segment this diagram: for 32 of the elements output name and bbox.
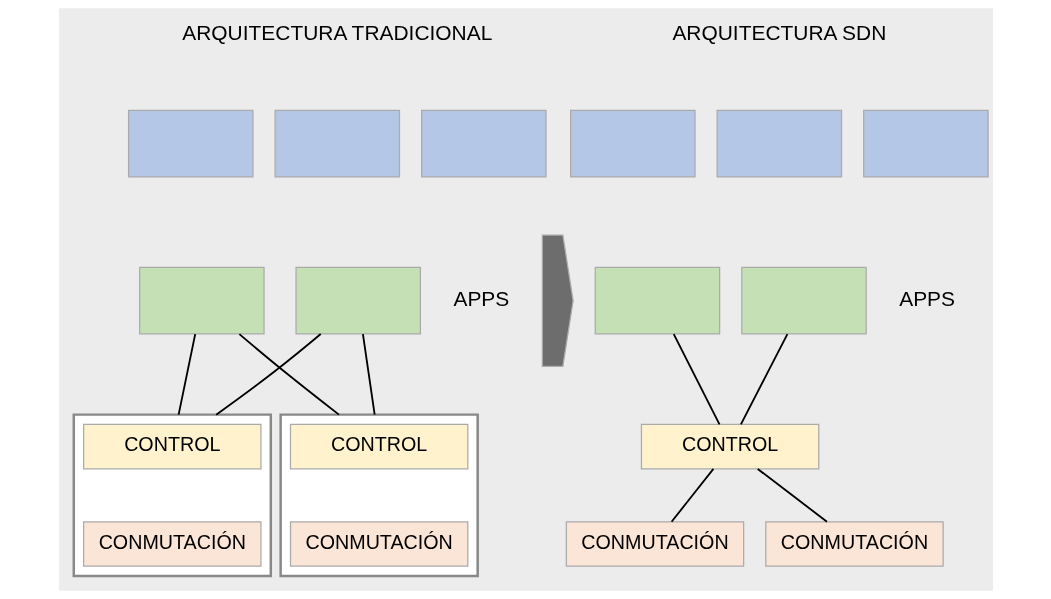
cluster	[278, 413, 479, 578]
node-box	[274, 109, 400, 178]
node-box: CONTROL	[289, 423, 468, 470]
node-box	[594, 266, 720, 335]
node-box	[716, 109, 842, 178]
node-box	[569, 109, 696, 178]
node-box: CONMUTACIÓN	[289, 521, 468, 567]
node-box: CONMUTACIÓN	[764, 521, 944, 567]
connector	[672, 333, 720, 426]
connector	[214, 333, 322, 416]
label: ARQUITECTURA TRADICIONAL	[181, 21, 492, 45]
connector	[670, 468, 714, 523]
node-box	[862, 109, 989, 178]
connector	[237, 333, 340, 416]
label: APPS	[452, 286, 509, 310]
connector	[739, 333, 788, 426]
node-box	[294, 266, 421, 335]
node-box	[138, 266, 265, 335]
node-box: CONMUTACIÓN	[565, 521, 744, 567]
node-box: CONMUTACIÓN	[82, 521, 262, 567]
node-box	[740, 266, 867, 335]
node-box	[420, 109, 547, 178]
label: APPS	[898, 286, 955, 310]
node-box: CONTROL	[640, 423, 819, 470]
node-box: CONTROL	[82, 423, 262, 470]
node-box	[127, 109, 254, 178]
label: ARQUITECTURA SDN	[671, 21, 886, 45]
connector	[756, 468, 828, 523]
connector	[361, 333, 376, 416]
cluster	[72, 413, 272, 578]
node-arrow	[541, 234, 574, 367]
connector	[177, 333, 196, 416]
